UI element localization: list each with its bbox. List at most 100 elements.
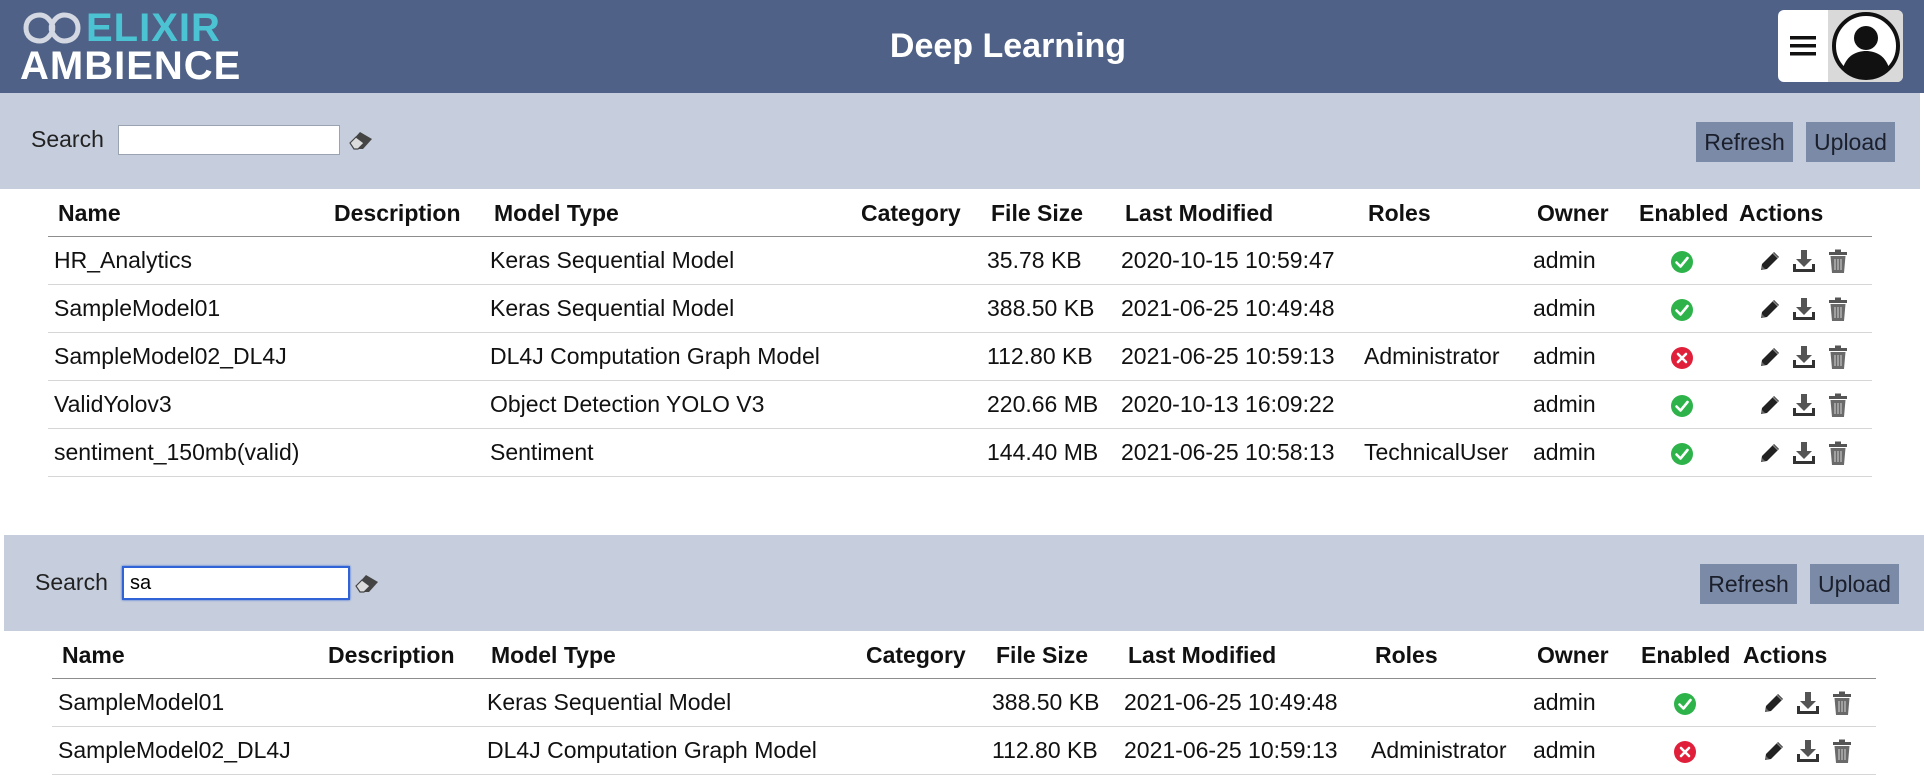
- column-header-name[interactable]: Name: [52, 632, 318, 679]
- refresh-button[interactable]: Refresh: [1696, 122, 1793, 162]
- download-icon[interactable]: [1795, 690, 1821, 716]
- cell-owner: admin: [1527, 380, 1629, 429]
- edit-pencil-icon[interactable]: [1757, 296, 1783, 322]
- column-header-enabled[interactable]: Enabled: [1629, 190, 1729, 237]
- column-header-description[interactable]: Description: [324, 190, 484, 237]
- column-header-file-size[interactable]: File Size: [986, 632, 1118, 679]
- edit-pencil-icon[interactable]: [1757, 392, 1783, 418]
- download-icon[interactable]: [1791, 248, 1817, 274]
- cell-model-type: Object Detection YOLO V3: [484, 380, 851, 429]
- row-actions: [1735, 440, 1872, 466]
- user-avatar-button[interactable]: [1828, 10, 1903, 82]
- row-actions: [1735, 248, 1872, 274]
- edit-pencil-icon[interactable]: [1761, 738, 1787, 764]
- cell-name: sentiment_150mb(valid): [48, 428, 324, 477]
- cell-last-modified: 2021-06-25 10:58:13: [1115, 428, 1358, 477]
- cell-roles: [1358, 236, 1527, 285]
- column-header-model-type[interactable]: Model Type: [484, 190, 851, 237]
- cell-model-type: DL4J Computation Graph Model: [484, 332, 851, 381]
- column-header-roles[interactable]: Roles: [1358, 190, 1527, 237]
- column-header-file-size[interactable]: File Size: [981, 190, 1115, 237]
- logo-text-top: ELIXIR: [86, 6, 221, 50]
- cell-enabled[interactable]: [1629, 380, 1729, 429]
- elixir-ambience-logo[interactable]: ELIXIR AMBIENCE: [20, 6, 240, 88]
- download-icon[interactable]: [1795, 738, 1821, 764]
- cell-owner: admin: [1527, 284, 1629, 333]
- column-header-category[interactable]: Category: [856, 632, 986, 679]
- column-header-owner[interactable]: Owner: [1527, 632, 1631, 679]
- edit-pencil-icon[interactable]: [1757, 344, 1783, 370]
- cell-enabled[interactable]: [1629, 428, 1729, 477]
- upload-button[interactable]: Upload: [1810, 564, 1899, 604]
- upload-button[interactable]: Upload: [1806, 122, 1895, 162]
- cell-roles: [1358, 284, 1527, 333]
- trash-icon[interactable]: [1825, 440, 1851, 466]
- search-input[interactable]: [122, 566, 350, 600]
- user-avatar-icon: [1831, 12, 1900, 80]
- edit-pencil-icon[interactable]: [1761, 690, 1787, 716]
- download-icon[interactable]: [1791, 344, 1817, 370]
- cell-category: [851, 428, 981, 477]
- cell-file-size: 388.50 KB: [981, 284, 1115, 333]
- trash-icon[interactable]: [1829, 690, 1855, 716]
- cell-name: SampleModel02_DL4J: [52, 726, 318, 775]
- edit-pencil-icon[interactable]: [1757, 440, 1783, 466]
- trash-icon[interactable]: [1829, 738, 1855, 764]
- download-icon[interactable]: [1791, 296, 1817, 322]
- cell-roles: [1365, 678, 1527, 727]
- trash-icon[interactable]: [1825, 248, 1851, 274]
- cell-roles: Administrator: [1365, 726, 1527, 775]
- column-header-owner[interactable]: Owner: [1527, 190, 1629, 237]
- column-header-description[interactable]: Description: [318, 632, 481, 679]
- edit-pencil-icon[interactable]: [1757, 248, 1783, 274]
- enabled-check-icon: [1671, 250, 1693, 273]
- cell-actions: [1733, 726, 1876, 775]
- cell-description: [318, 678, 481, 727]
- cell-enabled[interactable]: [1631, 726, 1733, 775]
- enabled-check-icon: [1674, 692, 1696, 715]
- trash-icon[interactable]: [1825, 392, 1851, 418]
- trash-icon[interactable]: [1825, 296, 1851, 322]
- column-header-enabled[interactable]: Enabled: [1631, 632, 1733, 679]
- cell-model-type: Keras Sequential Model: [484, 284, 851, 333]
- hamburger-menu-button[interactable]: [1778, 10, 1828, 82]
- cell-name: ValidYolov3: [48, 380, 324, 429]
- enabled-check-icon: [1671, 442, 1693, 465]
- eraser-icon[interactable]: [353, 572, 381, 594]
- cell-file-size: 388.50 KB: [986, 678, 1118, 727]
- column-header-category[interactable]: Category: [851, 190, 981, 237]
- eraser-icon[interactable]: [347, 129, 375, 151]
- column-header-roles[interactable]: Roles: [1365, 632, 1527, 679]
- column-header-last-modified[interactable]: Last Modified: [1118, 632, 1365, 679]
- cell-owner: admin: [1527, 236, 1629, 285]
- download-icon[interactable]: [1791, 440, 1817, 466]
- trash-icon[interactable]: [1825, 344, 1851, 370]
- header-controls: [1778, 10, 1903, 82]
- column-header-last-modified[interactable]: Last Modified: [1115, 190, 1358, 237]
- search-label: Search: [31, 126, 104, 152]
- cell-category: [851, 380, 981, 429]
- cell-owner: admin: [1527, 332, 1629, 381]
- cell-last-modified: 2021-06-25 10:49:48: [1115, 284, 1358, 333]
- row-actions: [1735, 296, 1872, 322]
- cell-description: [324, 236, 484, 285]
- column-header-name[interactable]: Name: [48, 190, 324, 237]
- column-header-model-type[interactable]: Model Type: [481, 632, 856, 679]
- cell-enabled[interactable]: [1629, 236, 1729, 285]
- cell-enabled[interactable]: [1629, 284, 1729, 333]
- cell-owner: admin: [1527, 678, 1631, 727]
- download-icon[interactable]: [1791, 392, 1817, 418]
- cell-file-size: 144.40 MB: [981, 428, 1115, 477]
- cell-enabled[interactable]: [1629, 332, 1729, 381]
- infinity-logo-icon: [23, 12, 81, 44]
- search-input[interactable]: [118, 125, 340, 155]
- cell-enabled[interactable]: [1631, 678, 1733, 727]
- refresh-button[interactable]: Refresh: [1700, 564, 1797, 604]
